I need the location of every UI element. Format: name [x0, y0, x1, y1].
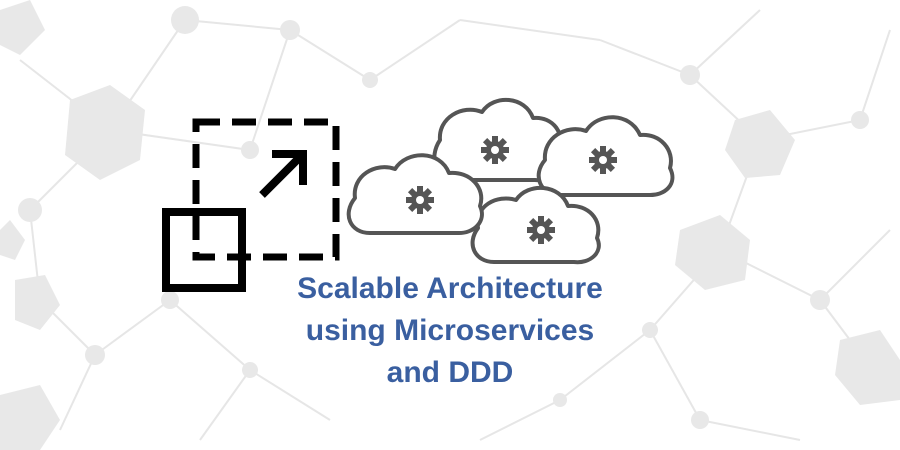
- gear-icon: [527, 216, 555, 244]
- title-line-2: using Microservices: [305, 314, 595, 347]
- title-line-3: and DDD: [386, 356, 514, 389]
- gear-icon: [589, 146, 617, 174]
- gear-icon: [406, 186, 434, 214]
- page-title: Scalable Architecture using Microservice…: [230, 268, 670, 394]
- gear-icon: [481, 136, 509, 164]
- resize-arrow-icon: [162, 118, 340, 292]
- cloud-gear-icon: [346, 97, 675, 265]
- title-line-1: Scalable Architecture: [297, 272, 603, 305]
- gear-icons: [406, 136, 617, 244]
